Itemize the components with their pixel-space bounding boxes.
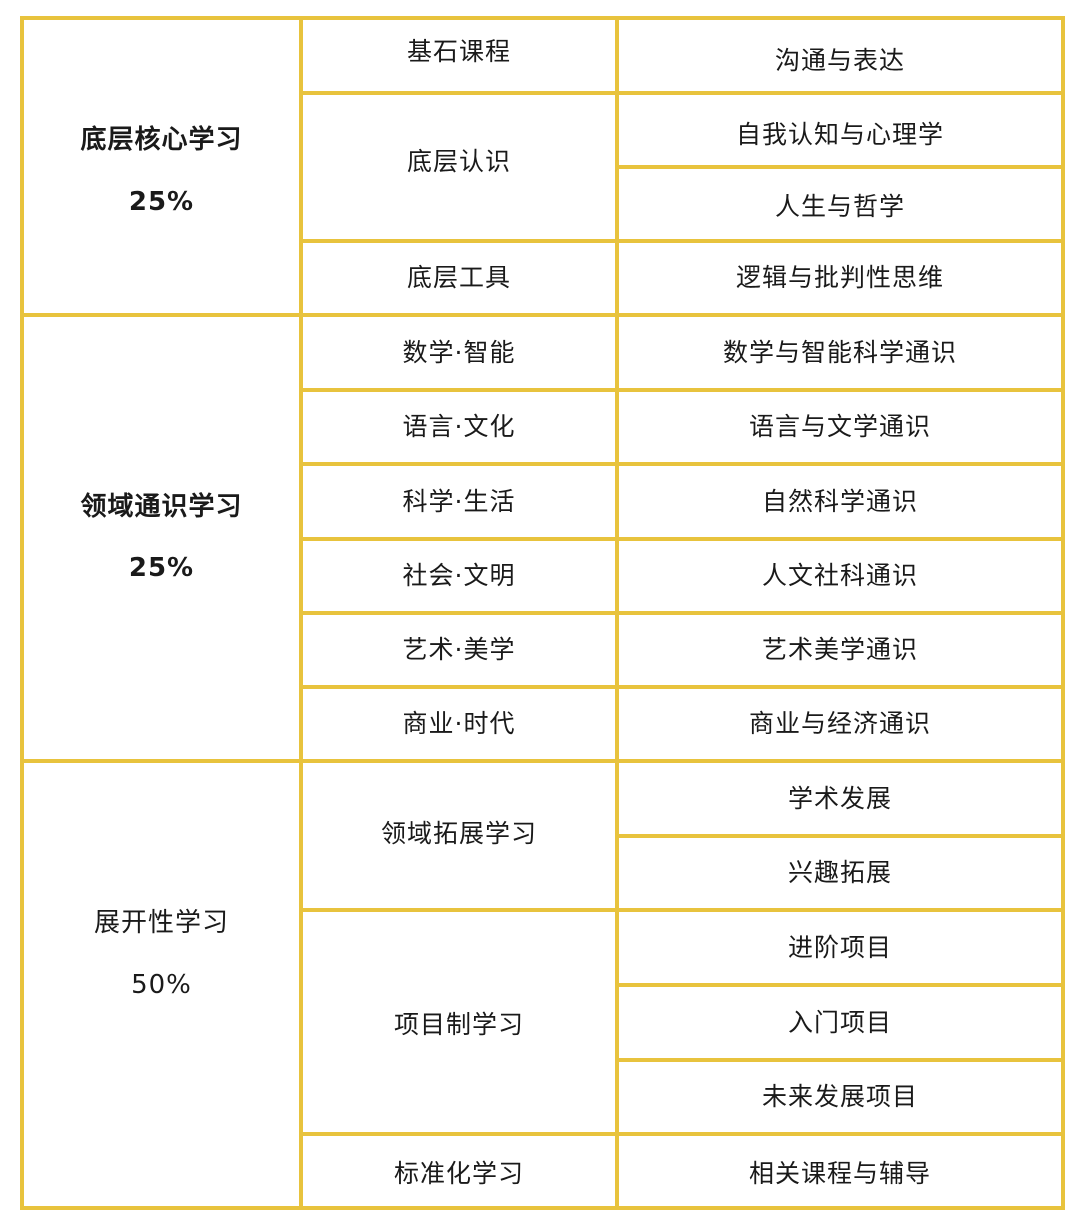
group-cell: 项目制学习 bbox=[393, 1010, 524, 1039]
item-cell: 人文社科通识 bbox=[761, 561, 918, 590]
grid-line bbox=[299, 462, 1065, 466]
grid-line bbox=[299, 908, 1065, 912]
grid-line bbox=[299, 388, 1065, 392]
group-cell: 标准化学习 bbox=[393, 1159, 524, 1188]
grid-line bbox=[20, 759, 1065, 763]
section-cell-expansion: 展开性学习 50% bbox=[22, 761, 301, 1208]
grid-line bbox=[299, 685, 1065, 689]
group-cell: 商业·时代 bbox=[402, 709, 516, 738]
grid-line bbox=[299, 611, 1065, 615]
grid-line bbox=[20, 313, 1065, 317]
group-cell: 艺术·美学 bbox=[402, 635, 516, 664]
item-cell: 自我认知与心理学 bbox=[735, 120, 944, 149]
grid-line bbox=[20, 16, 1065, 20]
section-cell-domain: 领域通识学习 25% bbox=[22, 315, 301, 761]
group-cell: 基石课程 bbox=[406, 36, 511, 66]
section-percent: 25% bbox=[128, 186, 195, 217]
item-cell: 未来发展项目 bbox=[761, 1082, 918, 1111]
item-cell: 沟通与表达 bbox=[774, 45, 905, 75]
grid-line bbox=[615, 165, 1065, 169]
item-cell: 学术发展 bbox=[787, 783, 892, 813]
group-cell: 数学·智能 bbox=[402, 337, 516, 367]
item-cell: 兴趣拓展 bbox=[787, 858, 892, 887]
item-cell: 自然科学通识 bbox=[761, 486, 918, 516]
grid-line bbox=[299, 537, 1065, 541]
item-cell: 人生与哲学 bbox=[774, 192, 905, 221]
section-percent: 50% bbox=[131, 969, 192, 1000]
item-cell: 相关课程与辅导 bbox=[748, 1159, 931, 1188]
grid-line bbox=[615, 1058, 1065, 1062]
section-cell-core: 底层核心学习 25% bbox=[22, 18, 301, 315]
group-cell: 社会·文明 bbox=[402, 561, 516, 590]
group-cell: 底层认识 bbox=[406, 147, 511, 176]
item-cell: 语言与文学通识 bbox=[748, 412, 931, 441]
group-cell: 语言·文化 bbox=[402, 412, 516, 441]
section-percent: 25% bbox=[128, 553, 195, 583]
section-title: 领域通识学习 bbox=[80, 491, 243, 522]
item-cell: 艺术美学通识 bbox=[761, 635, 918, 664]
group-cell: 科学·生活 bbox=[402, 486, 516, 516]
section-title: 展开性学习 bbox=[93, 908, 229, 939]
item-cell: 逻辑与批判性思维 bbox=[735, 263, 944, 292]
grid-line bbox=[20, 16, 24, 1210]
group-cell: 领域拓展学习 bbox=[380, 818, 537, 848]
item-cell: 进阶项目 bbox=[787, 932, 892, 962]
group-cell: 底层工具 bbox=[406, 263, 511, 292]
grid-line bbox=[615, 983, 1065, 987]
grid-line bbox=[299, 239, 1065, 243]
item-cell: 数学与智能科学通识 bbox=[722, 337, 957, 367]
grid-line bbox=[615, 834, 1065, 838]
grid-line bbox=[20, 1206, 1065, 1210]
section-title: 底层核心学习 bbox=[80, 125, 243, 156]
grid-line bbox=[299, 91, 1065, 95]
item-cell: 入门项目 bbox=[787, 1007, 892, 1037]
grid-line bbox=[299, 1132, 1065, 1136]
item-cell: 商业与经济通识 bbox=[748, 709, 931, 738]
